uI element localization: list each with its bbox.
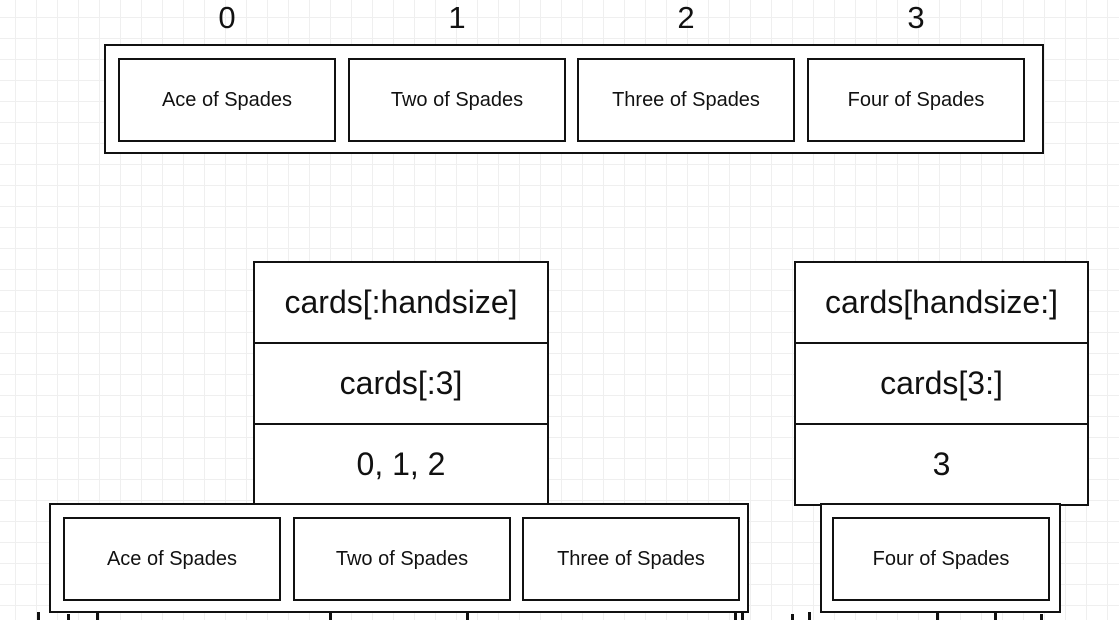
right-card-0: Four of Spades [832, 517, 1050, 601]
index-label-2: 2 [677, 0, 695, 35]
left-slice-indices: 0, 1, 2 [253, 423, 549, 506]
top-card-0: Ace of Spades [118, 58, 336, 142]
clipped-shape-fragment [329, 612, 332, 620]
left-slice-card-array: Ace of Spades Two of Spades Three of Spa… [49, 503, 749, 613]
index-label-3: 3 [907, 0, 925, 35]
clipped-shape-fragment [741, 612, 744, 620]
left-card-0: Ace of Spades [63, 517, 281, 601]
right-slice-expression: cards[handsize:] [794, 261, 1089, 344]
left-slice-literal: cards[:3] [253, 342, 549, 425]
clipped-shape-fragment [37, 612, 40, 620]
top-card-2: Three of Spades [577, 58, 795, 142]
index-label-0: 0 [218, 0, 236, 35]
top-card-array: Ace of Spades Two of Spades Three of Spa… [104, 44, 1044, 154]
left-card-2: Three of Spades [522, 517, 740, 601]
clipped-shape-fragment [67, 614, 70, 620]
index-label-1: 1 [448, 0, 466, 35]
left-card-1: Two of Spades [293, 517, 511, 601]
clipped-shape-fragment [808, 612, 811, 620]
right-slice-indices: 3 [794, 423, 1089, 506]
left-slice-expression: cards[:handsize] [253, 261, 549, 344]
right-slice-label-stack: cards[handsize:] cards[3:] 3 [794, 261, 1089, 506]
clipped-shape-fragment [734, 612, 737, 620]
clipped-shape-fragment [936, 612, 939, 620]
clipped-shape-fragment [994, 612, 997, 620]
top-card-3: Four of Spades [807, 58, 1025, 142]
right-slice-card-array: Four of Spades [820, 503, 1061, 613]
clipped-shape-fragment [1040, 614, 1043, 620]
top-card-1: Two of Spades [348, 58, 566, 142]
clipped-shape-fragment [466, 612, 469, 620]
clipped-shape-fragment [791, 614, 794, 620]
right-slice-literal: cards[3:] [794, 342, 1089, 425]
clipped-shape-fragment [96, 612, 99, 620]
left-slice-label-stack: cards[:handsize] cards[:3] 0, 1, 2 [253, 261, 549, 506]
